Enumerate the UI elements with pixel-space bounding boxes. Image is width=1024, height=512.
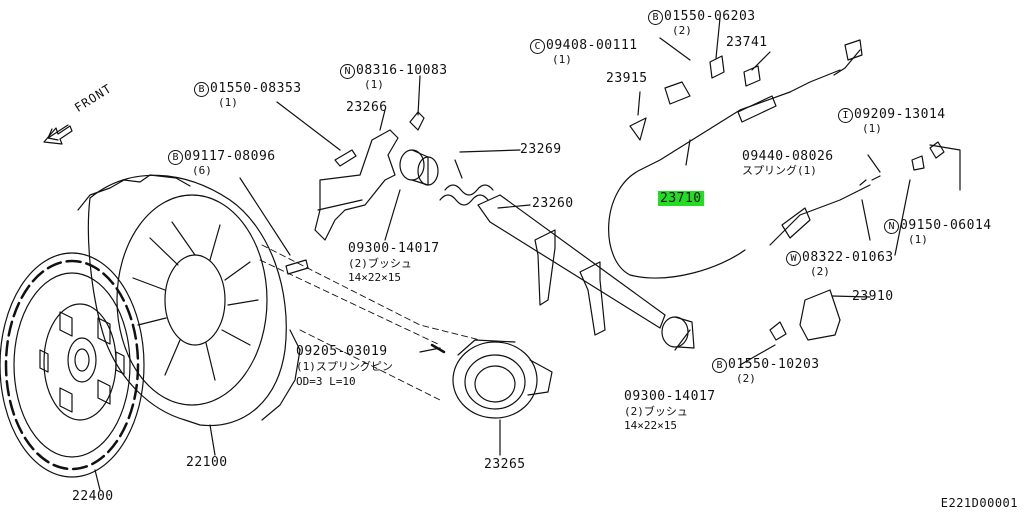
callout-qty: (1) [364, 78, 384, 91]
callout-qty: (1) [908, 233, 928, 246]
callout-09205-03019[interactable]: 09205-03019 [296, 344, 388, 359]
callout-09300-14017-upper[interactable]: 09300-14017 [348, 241, 440, 256]
callout-qty: (2)ブッシュ [348, 257, 412, 270]
callout-qty: (1) [552, 53, 572, 66]
callout-23910[interactable]: 23910 [852, 289, 894, 304]
callout-23260[interactable]: 23260 [532, 196, 574, 211]
callout-23265[interactable]: 23265 [484, 457, 526, 472]
callout-qty: (6) [192, 164, 212, 177]
callout-23710[interactable]: 23710 [658, 191, 704, 206]
cable-bracket [799, 289, 841, 341]
callout-qty: (2) [672, 24, 692, 37]
callout-extra: OD=3 L=10 [296, 375, 356, 388]
callout-qty: (2) [736, 372, 756, 385]
clutch-cover [77, 174, 301, 427]
bush-lower [661, 316, 695, 349]
callout-extra: 14×22×15 [624, 419, 677, 432]
withdrawal-shaft [477, 194, 666, 336]
callout-22100[interactable]: 22100 [186, 455, 228, 470]
withdrawal-lever [314, 129, 399, 241]
callout-23269[interactable]: 23269 [520, 142, 562, 157]
diagram-id: E221D00001 [940, 496, 1018, 510]
release-bearing [452, 339, 553, 419]
callout-09300-14017-lower[interactable]: 09300-14017 [624, 389, 716, 404]
bush-upper [399, 149, 439, 186]
front-arrow-icon [43, 124, 73, 145]
clutch-disc [0, 252, 145, 478]
callout-qty: (2) [810, 265, 830, 278]
callout-23915[interactable]: 23915 [606, 71, 648, 86]
callout-23741[interactable]: 23741 [726, 35, 768, 50]
callout-qty: スプリング(1) [742, 164, 817, 177]
clutch-cable [608, 39, 871, 279]
return-spring [439, 184, 494, 206]
callout-extra: 14×22×15 [348, 271, 401, 284]
lever-nut [409, 111, 425, 131]
lever-bolt [334, 149, 357, 167]
callout-qty: (1) [862, 122, 882, 135]
callout-qty: (1)スプリングピン [296, 360, 393, 373]
callout-qty: (1) [218, 96, 238, 109]
callout-qty: (2)ブッシュ [624, 405, 688, 418]
callout-23266[interactable]: 23266 [346, 100, 388, 115]
callout-09440-08026[interactable]: 09440-08026 [742, 149, 834, 164]
callout-22400[interactable]: 22400 [72, 489, 114, 504]
cover-bolt [285, 259, 309, 275]
